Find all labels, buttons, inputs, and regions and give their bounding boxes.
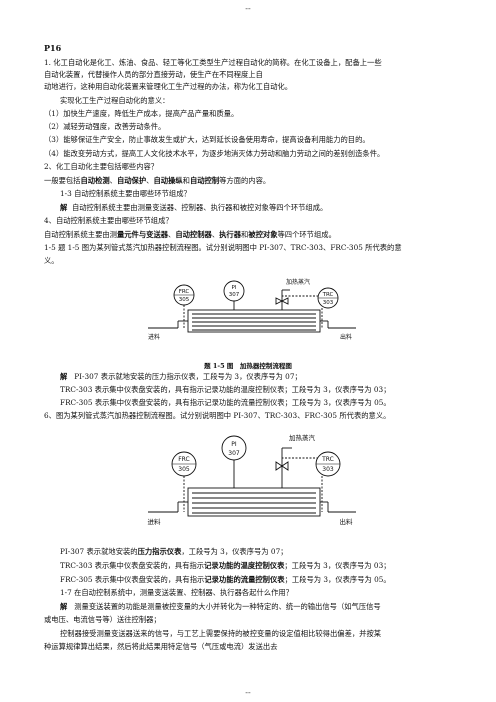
q1-item-4: （4）能改变劳动方式，提高工人文化技术水平，为逐步地消灭体力劳动和脑力劳动之间的… <box>44 149 385 158</box>
q1-7-answer-3: 控制器接受测量变送器送来的信号，与工艺上需要保持的被控变量的设定值相比较得出偏差… <box>60 629 382 638</box>
trc-number-1: 303 <box>323 300 334 306</box>
q2-answer: 一般要包括自动检测、自动保护、自动操纵和自动控制等方面的内容。 <box>44 176 271 185</box>
q1-3-answer: 解 自动控制系统主要由测量变送器、控制器、执行器和被控对象等四个环节组成。 <box>60 203 328 212</box>
q4-answer: 自动控制系统主要由测量元件与变送器、自动控制器、执行器和被控对象等四个环节组成。 <box>44 230 336 239</box>
q1-item-1: （1）加快生产速度，降低生产成本，提高产品产量和质量。 <box>44 109 239 118</box>
frc-number-1: 305 <box>179 297 190 303</box>
q1-7-answer-1: 解 测量变送装置的功能是测量被控变量的大小并转化为一种特定的、统一的输出信号（如… <box>60 602 381 611</box>
q1-meaning: 实现化工生产过程自动化的意义： <box>60 96 170 105</box>
frc-tag-2: FRC <box>178 456 190 463</box>
ans1-5-frc: FRC-305 表示集中仪表盘安装的，具有指示记录功能的流量控制仪表；工段号为 … <box>60 398 391 407</box>
q1-line2: 自动化装置，代替操作人员的部分直接劳动，使生产在不同程度上自 <box>44 70 263 79</box>
q1-7-answer-4: 种运算规律算出结果，然后将此结果用特定信号（气压或电流）发送出去 <box>44 642 278 651</box>
q1-line1: 1. 化工自动化是化工、炼油、食品、轻工等化工类型生产过程自动化的简称。在化工设… <box>44 58 382 67</box>
ans6-trc: TRC-303 表示集中仪表盘安装的，具有指示记录功能的温度控制仪表；工段号为 … <box>60 561 391 570</box>
steam-label-2: 加热蒸汽 <box>289 433 316 442</box>
ans6-pi: PI-307 表示就地安装的压力指示仪表，工段号为 3，仪表序号为 07； <box>60 547 288 556</box>
q1-7-answer-2: 或电压、电流信号等）送往控制器； <box>44 615 161 624</box>
pi-number-1: 307 <box>229 292 240 298</box>
steam-label-1: 加热蒸汽 <box>286 278 310 286</box>
outlet-label-2: 出料 <box>340 517 354 526</box>
q1-line3: 动地进行，这种用自动化装置来管理化工生产过程的办法，称为化工自动化。 <box>44 82 293 91</box>
q1-7-title: 1-7 在自动控制系统中，测量变送装置、控制器、执行器各起什么作用？ <box>60 588 293 597</box>
trc-tag-1: TRC <box>322 292 334 298</box>
q4-title: 4、自动控制系统主要由哪些环节组成？ <box>44 216 173 225</box>
outlet-label-1: 出料 <box>340 333 352 341</box>
ans1-5-pi: 解 PI-307 表示就地安装的压力指示仪表，工段号为 3，仪表序号为 07； <box>60 372 302 381</box>
pi-tag-2: PI <box>231 441 237 448</box>
inlet-label-1: 进料 <box>148 333 160 341</box>
q6-title: 6、图为某列管式蒸汽加热器控制流程图。试分别说明图中 PI-307、TRC-30… <box>44 411 391 420</box>
trc-number-2: 303 <box>322 466 334 473</box>
frc-tag-1: FRC <box>179 289 190 295</box>
inlet-label-2: 进料 <box>148 517 162 526</box>
ans1-5-trc: TRC-303 表示集中仪表盘安装的，具有指示记录功能的温度控制仪表；工段号为 … <box>60 385 391 394</box>
q1-3-title: 1-3 自动控制系统主要由哪些环节组成？ <box>60 189 191 198</box>
ans6-frc: FRC-305 表示集中仪表盘安装的，具有指示记录功能的流量控制仪表；工段号为 … <box>60 575 391 584</box>
q1-5-line2: 义。 <box>44 256 59 265</box>
trc-tag-2: TRC <box>321 456 334 463</box>
pi-tag-1: PI <box>232 285 237 291</box>
page-heading: P16 <box>44 44 62 53</box>
q2-title: 2、化工自动化主要包括哪些内容？ <box>44 162 159 171</box>
pi-number-2: 307 <box>228 450 240 457</box>
heater-flow-diagram-2: FRC 305 PI 307 TRC 303 加热蒸汽 进料 出料 <box>148 433 356 526</box>
figure-caption: 题 1-5 图 加热器控制流程图 <box>204 362 292 370</box>
q1-5-line1: 1-5 题 1-5 图为某列管式蒸汽加热器控制流程图。试分别说明图中 PI-30… <box>44 243 402 252</box>
heater-flow-diagram-1: FRC 305 PI 307 TRC 303 加热蒸汽 进料 出料 <box>148 278 356 341</box>
frc-number-2: 305 <box>178 466 190 473</box>
q1-item-2: （2）减轻劳动强度，改善劳动条件。 <box>44 122 166 131</box>
page-marker-top: -- <box>245 4 251 13</box>
q1-item-3: （3）能够保证生产安全，防止事故发生或扩大，达到延长设备使用寿命，提高设备利用能… <box>44 135 370 144</box>
page-marker-bottom: -- <box>245 688 251 697</box>
